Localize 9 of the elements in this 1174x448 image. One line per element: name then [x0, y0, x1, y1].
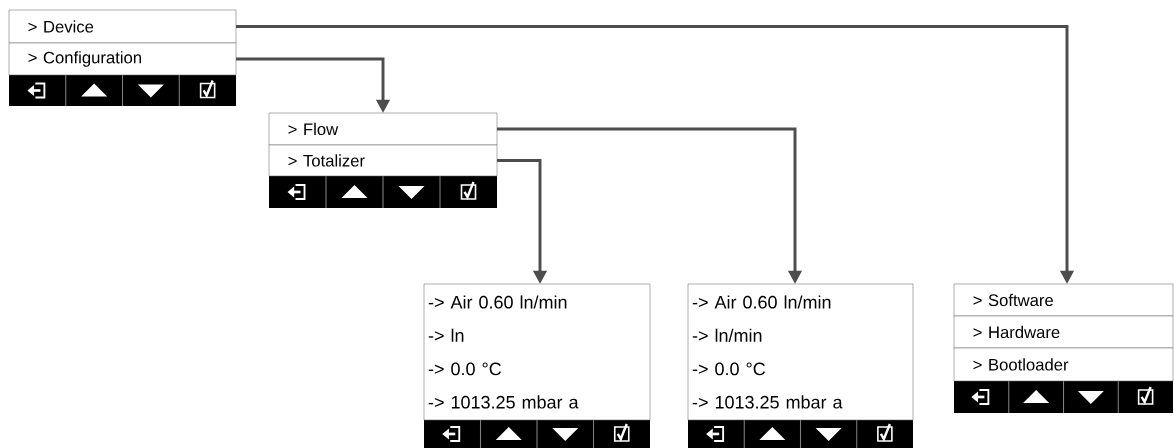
menu-item: > Device: [8, 9, 237, 44]
menu-item: > Software: [953, 283, 1174, 317]
menu-item: > Flow: [268, 112, 498, 146]
value-screen: -> Air 0.60 ln/min -> ln/min -> 0.0 °C -> 1013.25 mbar a: [687, 283, 914, 421]
menu-item: > Totalizer: [268, 144, 498, 177]
menu-item: > Bootloader: [953, 347, 1174, 382]
menu-item: > Hardware: [953, 315, 1174, 349]
value-screen: -> Air 0.60 ln/min -> ln -> 0.0 °C -> 1013.25 mbar a: [423, 283, 651, 421]
menu-item: > Configuration: [8, 42, 237, 76]
